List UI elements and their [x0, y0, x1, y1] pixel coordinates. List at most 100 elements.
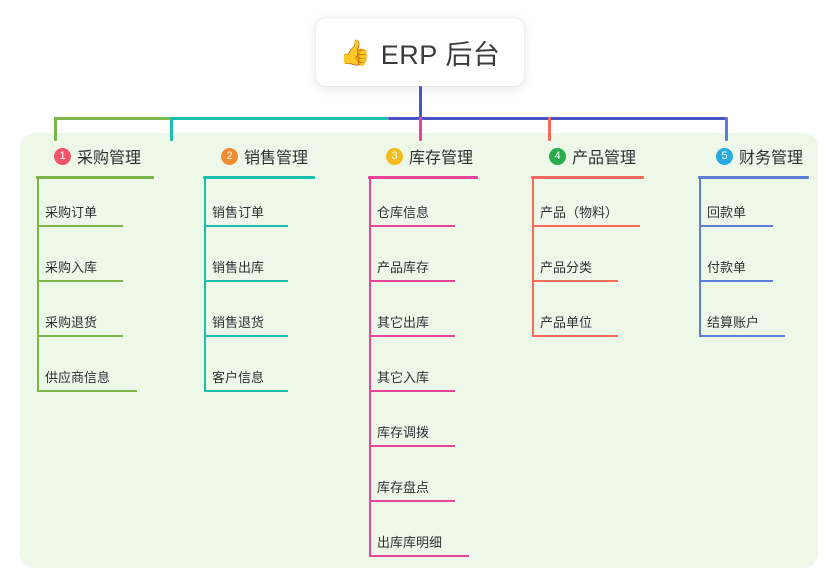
branch-number-badge: 1	[54, 147, 71, 165]
branch-header-underline	[203, 176, 315, 179]
branch-leaf-underline	[369, 445, 455, 447]
branch-leaf-item[interactable]: 供应商信息	[37, 362, 137, 392]
branch-leaf-item[interactable]: 回款单	[699, 197, 773, 227]
branch-leaf-label: 销售订单	[212, 205, 265, 220]
branch-spine	[37, 176, 39, 392]
branch-leaf-underline	[369, 225, 455, 227]
branch-leaf-label: 付款单	[707, 260, 747, 275]
branch-header-underline	[36, 176, 154, 179]
branch-leaf-underline	[204, 280, 288, 282]
thumbs-up-icon: 👍	[339, 37, 371, 67]
branch-leaf-label: 库存调拨	[377, 425, 430, 440]
branch-leaf-item[interactable]: 采购入库	[37, 252, 123, 282]
branch-header-5[interactable]: 5 财务管理	[698, 144, 839, 168]
branch-number-badge: 3	[386, 147, 403, 165]
branch-leaf-item[interactable]: 库存盘点	[369, 472, 455, 502]
branch-leaf-underline	[369, 555, 469, 557]
branch-leaf-item[interactable]: 客户信息	[204, 362, 288, 392]
root-to-bus-trunk	[419, 86, 422, 120]
branch-column-5: 5 财务管理回款单付款单结算账户	[698, 144, 839, 337]
branch-leaf-underline	[532, 225, 640, 227]
branch-column-3: 3 库存管理仓库信息产品库存其它出库其它入库库存调拨库存盘点出库库明细	[368, 144, 528, 557]
branch-header-3[interactable]: 3 库存管理	[368, 144, 528, 168]
branch-leaf-underline	[532, 335, 618, 337]
branch-title: 产品管理	[572, 150, 637, 167]
branch-number-badge: 4	[549, 147, 566, 165]
branch-leaf-item[interactable]: 产品（物料）	[532, 197, 640, 227]
branch-leaf-item[interactable]: 销售订单	[204, 197, 288, 227]
branch-header-underline	[368, 176, 478, 179]
branch-leaf-label: 销售退货	[212, 315, 265, 330]
branch-header-4[interactable]: 4 产品管理	[531, 144, 691, 168]
diagram-background-panel	[20, 133, 818, 568]
branch-leaf-underline	[204, 225, 288, 227]
branch-leaf-underline	[37, 225, 123, 227]
branch-leaf-item[interactable]: 销售退货	[204, 307, 288, 337]
branch-header-underline	[698, 176, 809, 179]
branch-leaf-label: 仓库信息	[377, 205, 430, 220]
branch-number-badge: 5	[716, 147, 733, 165]
branch-leaf-underline	[37, 390, 137, 392]
branch-leaf-item[interactable]: 产品单位	[532, 307, 618, 337]
bus-segment-teal	[170, 117, 388, 120]
branch-leaf-underline	[204, 390, 288, 392]
root-node-card[interactable]: 👍 ERP 后台	[316, 18, 524, 86]
branch-leaf-item[interactable]: 采购退货	[37, 307, 123, 337]
branch-title: 财务管理	[739, 150, 804, 167]
branch-leaf-label: 出库库明细	[377, 535, 443, 550]
branch-spine	[699, 176, 701, 337]
branch-leaf-label: 产品单位	[540, 315, 593, 330]
branch-leaf-label: 销售出库	[212, 260, 265, 275]
branch-leaf-underline	[37, 335, 123, 337]
branch-header-underline	[531, 176, 644, 179]
branch-leaf-label: 其它出库	[377, 315, 430, 330]
bus-segment-green	[54, 117, 170, 120]
branch-leaf-item[interactable]: 出库库明细	[369, 527, 469, 557]
branch-leaf-item[interactable]: 仓库信息	[369, 197, 455, 227]
branch-leaf-label: 客户信息	[212, 370, 265, 385]
branch-leaf-item[interactable]: 产品分类	[532, 252, 618, 282]
branch-leaf-item[interactable]: 结算账户	[699, 307, 785, 337]
branch-spine	[532, 176, 534, 337]
branch-leaf-underline	[369, 390, 455, 392]
branch-leaf-underline	[369, 500, 455, 502]
branch-leaf-item[interactable]: 其它入库	[369, 362, 455, 392]
branch-leaf-label: 采购退货	[45, 315, 98, 330]
branch-leaf-underline	[699, 225, 773, 227]
branch-column-1: 1 采购管理采购订单采购入库采购退货供应商信息	[36, 144, 196, 392]
root-node-title: ERP 后台	[380, 39, 501, 70]
branch-leaf-underline	[532, 280, 618, 282]
bus-segment-blue	[388, 117, 726, 120]
branch-leaf-item[interactable]: 销售出库	[204, 252, 288, 282]
branch-leaf-item[interactable]: 产品库存	[369, 252, 455, 282]
branch-leaf-label: 产品库存	[377, 260, 430, 275]
branch-number-badge: 2	[221, 147, 238, 165]
branch-leaf-item[interactable]: 付款单	[699, 252, 773, 282]
branch-header-2[interactable]: 2 销售管理	[203, 144, 363, 168]
branch-column-2: 2 销售管理销售订单销售出库销售退货客户信息	[203, 144, 363, 392]
branch-title: 采购管理	[77, 150, 142, 167]
branch-leaf-label: 其它入库	[377, 370, 430, 385]
branch-leaf-label: 产品（物料）	[540, 205, 619, 220]
branch-leaf-item[interactable]: 其它出库	[369, 307, 455, 337]
branch-leaf-underline	[204, 335, 288, 337]
branch-leaf-label: 供应商信息	[45, 370, 111, 385]
branch-spine	[369, 176, 371, 557]
branch-leaf-item[interactable]: 库存调拨	[369, 417, 455, 447]
branch-leaf-label: 采购订单	[45, 205, 98, 220]
branch-header-1[interactable]: 1 采购管理	[36, 144, 196, 168]
branch-leaf-label: 产品分类	[540, 260, 593, 275]
branch-leaf-underline	[699, 280, 773, 282]
branch-leaf-label: 结算账户	[707, 315, 760, 330]
branch-leaf-underline	[37, 280, 123, 282]
drop-product	[548, 117, 551, 141]
branch-leaf-underline	[369, 335, 455, 337]
branch-title: 库存管理	[409, 150, 474, 167]
drop-sales	[170, 117, 173, 141]
branch-spine	[204, 176, 206, 392]
branch-leaf-label: 采购入库	[45, 260, 98, 275]
branch-leaf-label: 回款单	[707, 205, 747, 220]
branch-leaf-item[interactable]: 采购订单	[37, 197, 123, 227]
branch-title: 销售管理	[244, 150, 309, 167]
